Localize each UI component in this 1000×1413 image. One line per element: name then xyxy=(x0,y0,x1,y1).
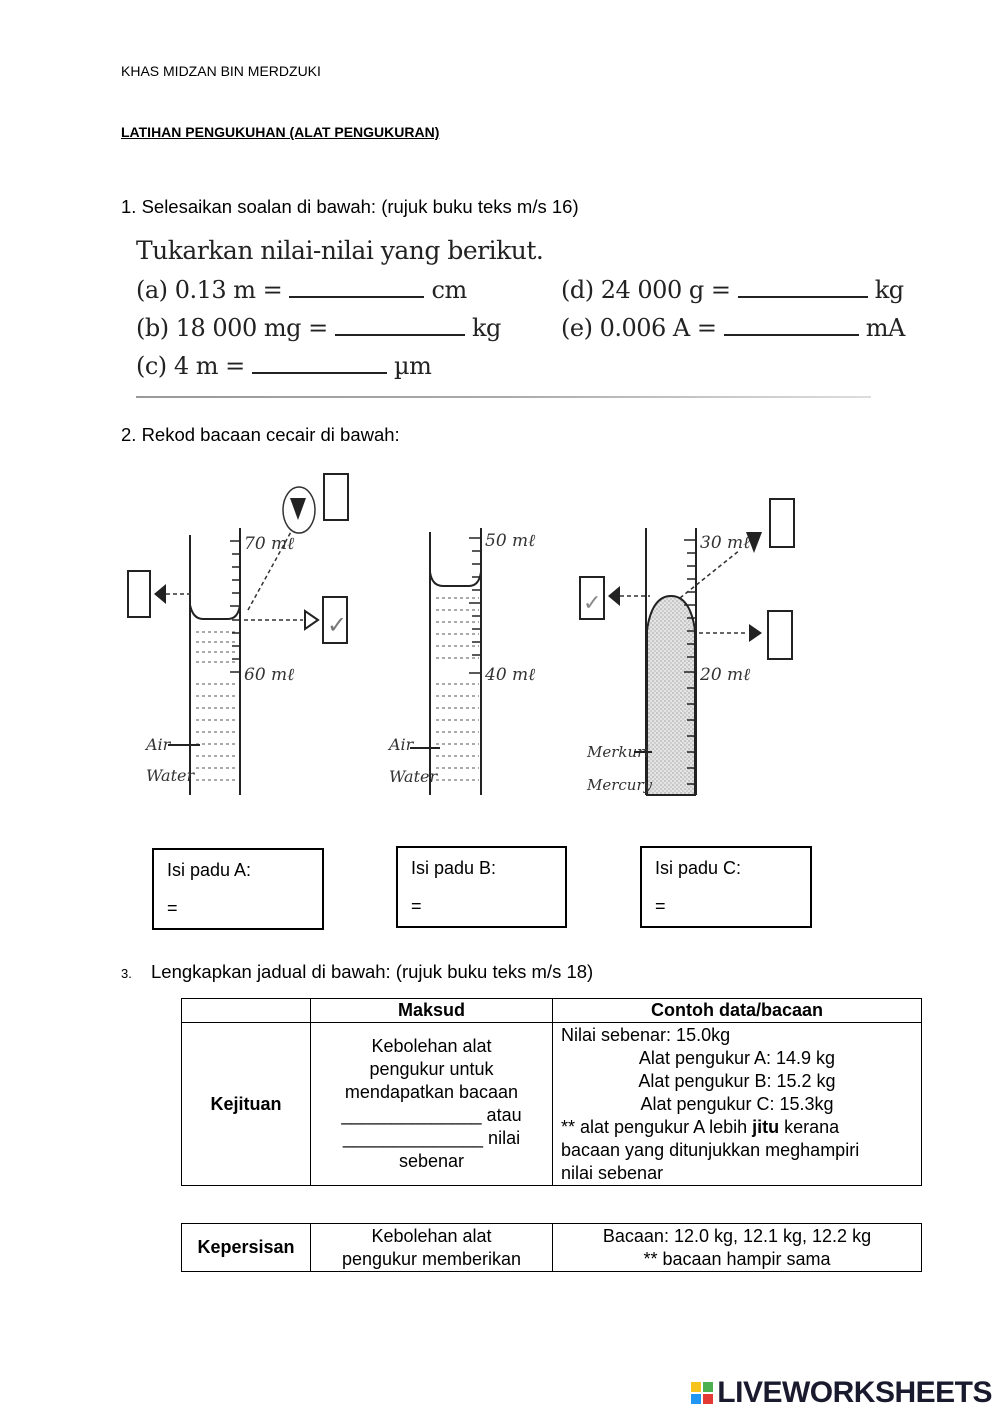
cylinder-c-right-eye-icon xyxy=(749,624,762,642)
cylinder-b-mid-label: 40 mℓ xyxy=(484,665,535,685)
cylinder-a-top-eye-icon xyxy=(290,498,306,520)
precision-table: Kepersisan Kebolehan alat pengukur membe… xyxy=(181,1223,922,1272)
table-header-row: Maksud Contoh data/bacaan xyxy=(181,998,922,1023)
volume-b-box[interactable]: Isi padu B: = xyxy=(396,846,567,928)
definition-table: Maksud Contoh data/bacaan Kejituan Kebol… xyxy=(181,998,922,1186)
author-name: KHAS MIDZAN BIN MERDZUKI xyxy=(121,63,321,79)
cylinder-c-right-checkbox[interactable] xyxy=(767,610,793,660)
question-2-prompt: 2. Rekod bacaan cecair di bawah: xyxy=(121,424,400,445)
answer-blank-d[interactable] xyxy=(737,296,868,298)
example-kejituan: Nilai sebenar: 15.0kg Alat pengukur A: 1… xyxy=(552,1022,922,1186)
answer-blank-e[interactable] xyxy=(723,334,859,336)
liveworksheets-logo-text: LIVEWORKSHEETS xyxy=(717,1376,992,1409)
conversion-item-d: (d) 24 000 g = kg xyxy=(561,276,904,304)
cylinder-c-top-checkbox[interactable] xyxy=(769,498,795,548)
question-3-number: 3. xyxy=(121,966,132,981)
cylinder-c-top-label: 30 mℓ xyxy=(700,533,750,553)
volume-b-equals: = xyxy=(411,896,422,916)
term-kepersisan: Kepersisan xyxy=(181,1223,311,1272)
cylinder-b-water-label: Water xyxy=(389,767,438,786)
cylinder-c-left-checkbox[interactable] xyxy=(579,576,605,620)
cylinder-a-checkmark: ✓ xyxy=(327,611,347,639)
table-row-kejituan: Kejituan Kebolehan alat pengukur untuk m… xyxy=(181,1022,922,1186)
volume-b-label: Isi padu B: xyxy=(411,858,497,878)
table-header-empty xyxy=(181,998,311,1023)
cylinder-a-right-checkbox[interactable] xyxy=(322,596,348,644)
cylinder-a: 70 mℓ 60 mℓ Air Water ✓ xyxy=(127,473,349,795)
cylinder-a-mid-label: 60 mℓ xyxy=(244,665,294,685)
liveworksheets-logo[interactable]: LIVEWORKSHEETS xyxy=(691,1376,992,1410)
table-header-meaning: Maksud xyxy=(310,998,553,1023)
question-3-prompt: Lengkapkan jadual di bawah: (rujuk buku … xyxy=(151,961,594,982)
cylinder-c-left-eye-icon xyxy=(608,586,620,606)
cylinder-a-left-checkbox[interactable] xyxy=(127,570,151,618)
table-header-example: Contoh data/bacaan xyxy=(552,998,922,1023)
conversion-item-e: (e) 0.006 A = mA xyxy=(561,314,905,342)
cylinder-b-top-label: 50 mℓ xyxy=(485,531,535,551)
cylinder-a-right-eye-icon xyxy=(304,609,320,631)
conversion-item-c: (c) 4 m = µm xyxy=(136,352,432,380)
table-row-kepersisan: Kepersisan Kebolehan alat pengukur membe… xyxy=(181,1223,922,1272)
fill-blank-1[interactable]: ______________ atau xyxy=(341,1105,522,1125)
answer-blank-c[interactable] xyxy=(251,372,387,374)
cylinder-a-top-checkbox[interactable] xyxy=(323,473,349,521)
volume-c-box[interactable]: Isi padu C: = xyxy=(640,846,812,928)
fill-blank-2[interactable]: ______________ nilai xyxy=(342,1128,521,1148)
cylinder-c-mercury-label: Mercury xyxy=(586,776,653,794)
cylinder-b-air-label: Air xyxy=(387,735,415,754)
cylinder-a-top-label: 70 mℓ xyxy=(244,534,294,554)
cylinder-c-checkmark: ✓ xyxy=(583,591,601,616)
volume-a-box[interactable]: Isi padu A: = xyxy=(152,848,324,930)
meaning-kejituan: Kebolehan alat pengukur untuk mendapatka… xyxy=(310,1022,553,1186)
volume-a-equals: = xyxy=(167,898,178,918)
cylinder-a-water-label: Water xyxy=(146,766,195,785)
question-1-prompt: 1. Selesaikan soalan di bawah: (rujuk bu… xyxy=(121,196,579,217)
cylinder-c-mid-label: 20 mℓ xyxy=(699,665,750,685)
cylinder-a-left-eye-icon xyxy=(154,584,166,604)
answer-blank-b[interactable] xyxy=(334,334,465,336)
answer-blank-a[interactable] xyxy=(289,296,425,298)
meaning-kepersisan: Kebolehan alat pengukur memberikan xyxy=(310,1223,553,1272)
conversion-heading: Tukarkan nilai-nilai yang berikut. xyxy=(136,236,544,265)
volume-a-label: Isi padu A: xyxy=(167,860,252,880)
volume-c-equals: = xyxy=(655,896,666,916)
volume-c-label: Isi padu C: xyxy=(655,858,742,878)
conversion-item-b: (b) 18 000 mg = kg xyxy=(136,314,501,342)
cylinder-c-air-label: Merkuri xyxy=(586,743,649,761)
cylinders-diagram: 70 mℓ 60 mℓ Air Water ✓ xyxy=(127,473,795,796)
cylinder-c-top-eye-icon xyxy=(746,532,762,553)
conversion-item-a: (a) 0.13 m = cm xyxy=(136,276,467,304)
worksheet-title: LATIHAN PENGUKUHAN (ALAT PENGUKURAN) xyxy=(121,124,440,140)
cylinder-c: 30 mℓ 20 mℓ Merkuri Mercury ✓ xyxy=(579,498,795,796)
cylinder-a-air-label: Air xyxy=(144,735,172,754)
example-kepersisan: Bacaan: 12.0 kg, 12.1 kg, 12.2 kg ** bac… xyxy=(552,1223,922,1272)
liveworksheets-logo-icon xyxy=(691,1382,714,1404)
cylinder-b: 50 mℓ 40 mℓ Air Water xyxy=(387,528,535,795)
scan-divider xyxy=(136,396,871,398)
term-kejituan: Kejituan xyxy=(181,1022,311,1186)
